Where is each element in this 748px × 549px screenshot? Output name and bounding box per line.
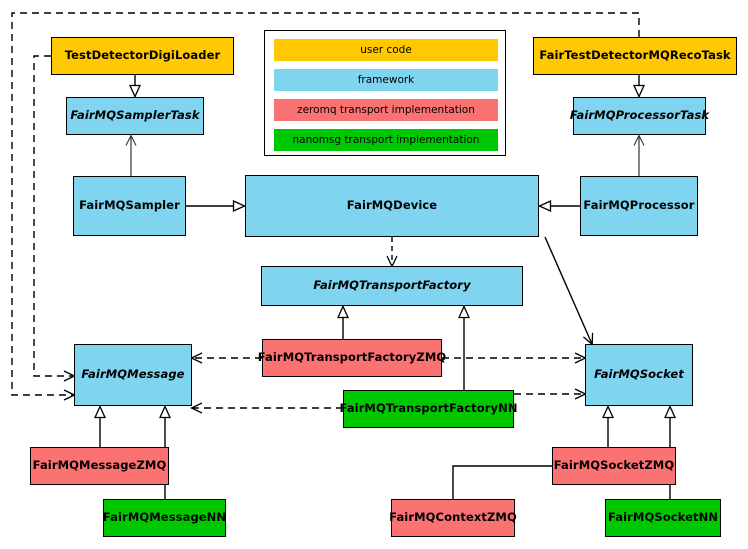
legend-label: nanomsg transport implementation [292,134,480,146]
node-label: FairMQSocketZMQ [553,458,675,473]
legend-item-framework: framework [274,69,498,91]
node-fairmqmessage[interactable]: FairMQMessage [74,344,192,406]
node-label: FairMQSocketNN [607,510,719,525]
node-fairmqsamplertask[interactable]: FairMQSamplerTask [66,97,204,135]
node-label: FairTestDetectorMQRecoTask [539,48,731,63]
node-label: FairMQDevice [346,198,438,213]
node-fairtestdetectormqrecotask[interactable]: FairTestDetectorMQRecoTask [533,37,737,75]
node-fairmqmessagezmq[interactable]: FairMQMessageZMQ [30,447,169,485]
node-label: FairMQSamplerTask [70,108,200,123]
node-label: FairMQTransportFactory [313,278,471,293]
node-fairmqprocessor[interactable]: FairMQProcessor [580,176,698,236]
node-fairmqtransportfactorynn[interactable]: FairMQTransportFactoryNN [339,390,517,428]
node-label: FairMQSampler [79,198,180,213]
node-fairmqsampler[interactable]: FairMQSampler [73,176,186,236]
edge-recotask-to-message [11,12,640,395]
legend-item-user-code: user code [274,39,498,61]
legend-label: user code [360,44,412,56]
node-fairmqcontextzmq[interactable]: FairMQContextZMQ [389,499,517,537]
node-label: FairMQProcessorTask [569,108,710,123]
legend-item-zeromq: zeromq transport implementation [274,99,498,121]
node-fairmqmessagenn[interactable]: FairMQMessageNN [103,499,226,537]
node-label: FairMQProcessor [583,198,695,213]
node-fairmqsocketzmq[interactable]: FairMQSocketZMQ [552,447,676,485]
node-label: TestDetectorDigiLoader [64,48,221,63]
node-label: FairMQMessageNN [102,510,227,525]
legend-label: framework [357,74,415,86]
node-label: FairMQTransportFactoryZMQ [257,350,447,365]
node-fairmqdevice[interactable]: FairMQDevice [245,175,539,237]
legend-item-nanomsg: nanomsg transport implementation [274,129,498,151]
node-fairmqsocketnn[interactable]: FairMQSocketNN [605,499,721,537]
node-label: FairMQContextZMQ [389,510,517,525]
legend-panel: user code framework zeromq transport imp… [264,30,506,156]
node-label: FairMQTransportFactoryNN [339,401,518,416]
node-fairmqtransportfactory[interactable]: FairMQTransportFactory [261,266,523,306]
node-label: FairMQMessage [81,367,185,382]
legend-label: zeromq transport implementation [297,104,475,116]
node-label: FairMQMessageZMQ [32,458,167,473]
edge-contextzmq-to-socketzmq [452,460,569,499]
edge-device-to-socket [544,236,592,344]
node-testdetectordigiloader[interactable]: TestDetectorDigiLoader [51,37,234,75]
node-fairmqtransportfactoryzmq[interactable]: FairMQTransportFactoryZMQ [258,339,446,377]
node-fairmqsocket[interactable]: FairMQSocket [585,344,693,406]
node-label: FairMQSocket [594,367,684,382]
node-fairmqprocessortask[interactable]: FairMQProcessorTask [569,97,710,135]
